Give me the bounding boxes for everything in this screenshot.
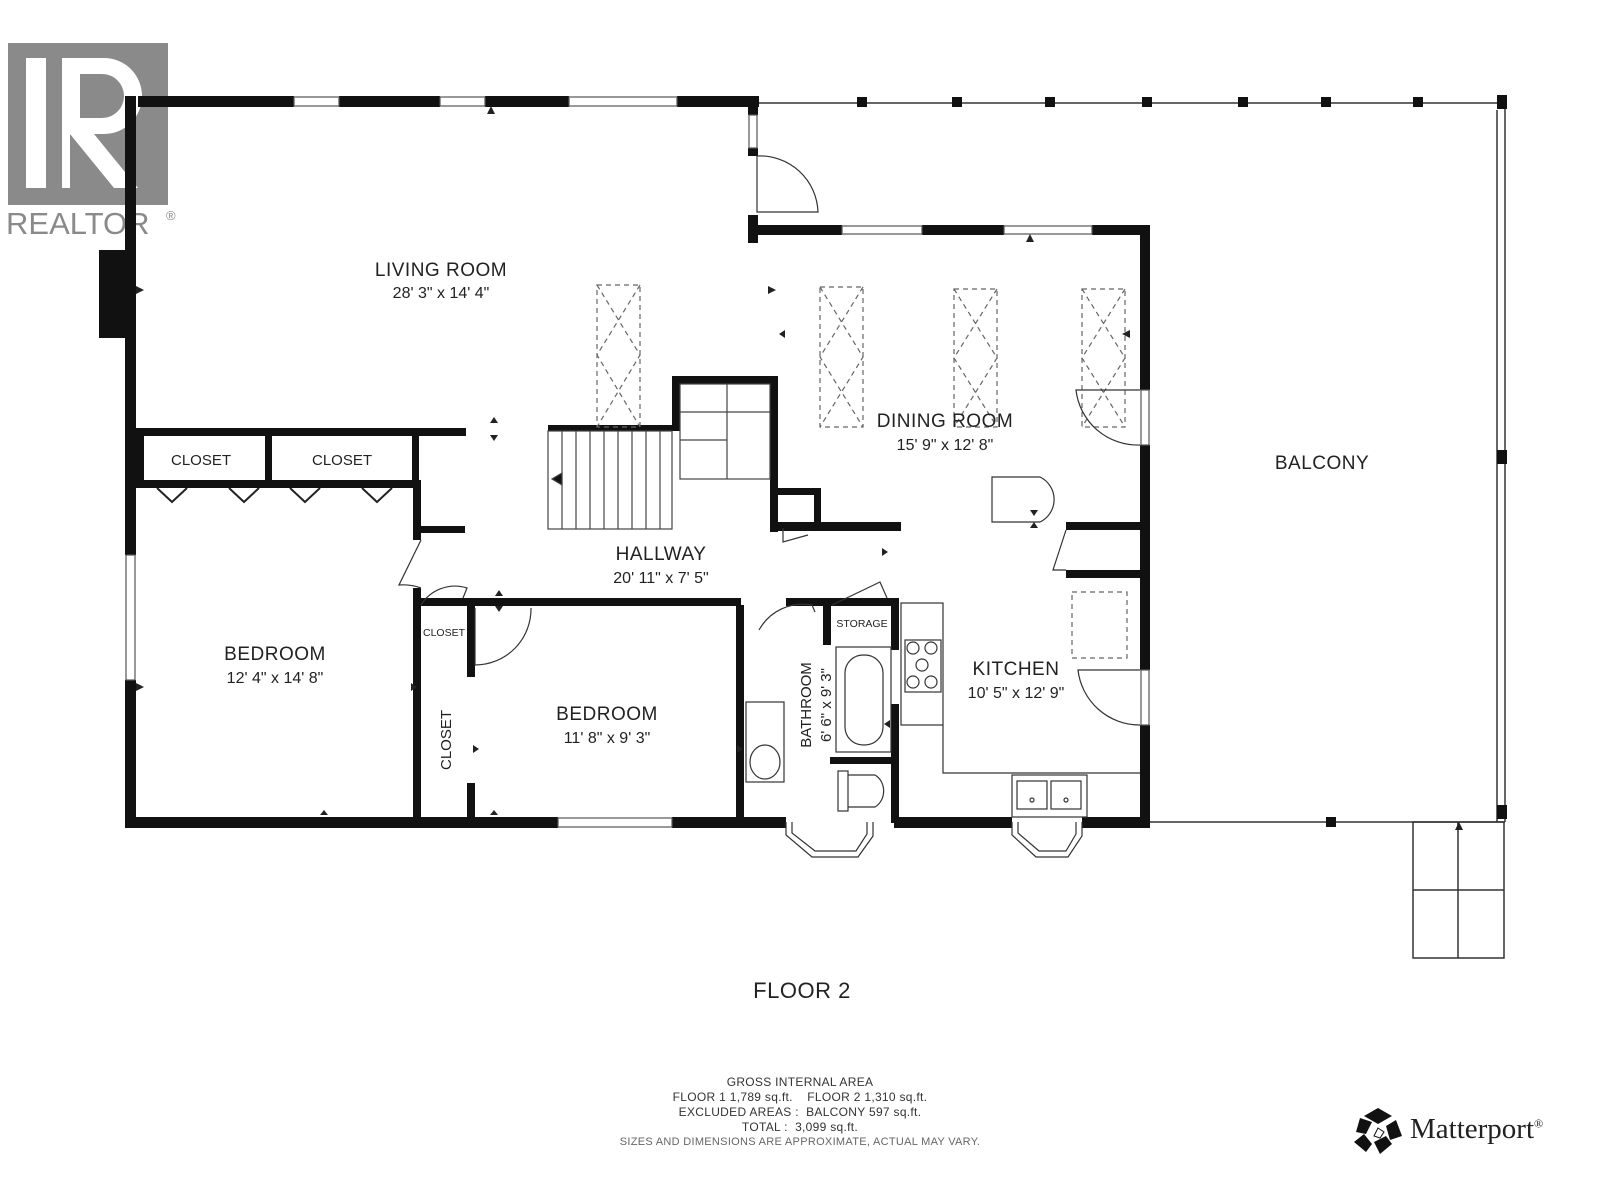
matterport-wordmark: Matterport®: [1410, 1113, 1544, 1145]
fixtures: [745, 602, 1140, 818]
area-heading: GROSS INTERNAL AREA: [726, 1075, 874, 1089]
matterport-logo: Matterport®: [1352, 1106, 1592, 1156]
closet-door-marks: [156, 487, 393, 504]
matterport-mark-icon: [1354, 1108, 1402, 1154]
dimension-markers: [136, 106, 1463, 830]
hallway-dims: 20' 11" x 7' 5": [613, 570, 708, 587]
area-floors-line: FLOOR 1 1,789 sq.ft. FLOOR 2 1,310 sq.ft…: [672, 1090, 928, 1104]
balcony-label: BALCONY: [1275, 453, 1369, 474]
dining-room-label: DINING ROOM: [877, 411, 1013, 432]
balcony-posts: [857, 95, 1507, 827]
exterior-walls: [99, 96, 1150, 828]
area-total-line: TOTAL : 3,099 sq.ft.: [741, 1120, 859, 1134]
bathroom-dims: 6' 6" x 9' 3": [818, 668, 835, 742]
bedroom-1-dims: 12' 4" x 14' 8": [227, 670, 324, 687]
bedroom-2-dims: 11' 8" x 9' 3": [564, 730, 651, 747]
area-disclaimer: SIZES AND DIMENSIONS ARE APPROXIMATE, AC…: [619, 1136, 981, 1148]
vertical-closet-label: CLOSET: [438, 710, 455, 770]
small-closet-label: CLOSET: [423, 627, 466, 639]
bathroom-label: BATHROOM: [798, 662, 815, 748]
doors: [397, 155, 1141, 726]
balcony-outline: [748, 102, 1506, 959]
hallway-label: HALLWAY: [616, 544, 707, 565]
closet-label-left: CLOSET: [171, 452, 231, 469]
storage-label: STORAGE: [836, 618, 887, 630]
stairs: [547, 383, 771, 530]
living-room-label: LIVING ROOM: [375, 260, 507, 281]
windows: [125, 96, 1150, 828]
bedroom-1-label: BEDROOM: [224, 644, 326, 665]
kitchen-dims: 10' 5" x 12' 9": [968, 685, 1065, 702]
skylights: [596, 284, 1128, 659]
area-summary: GROSS INTERNAL AREA FLOOR 1 1,789 sq.ft.…: [520, 1075, 1080, 1150]
living-room-dims: 28' 3" x 14' 4": [393, 285, 490, 302]
realtor-registered-mark: ®: [166, 208, 176, 223]
area-excluded-line: EXCLUDED AREAS : BALCONY 597 sq.ft.: [678, 1105, 922, 1119]
kitchen-label: KITCHEN: [973, 659, 1060, 680]
bedroom-2-label: BEDROOM: [556, 704, 658, 725]
dining-room-dims: 15' 9" x 12' 8": [897, 437, 994, 454]
bay-windows: [785, 822, 1083, 858]
closet-label-right: CLOSET: [312, 452, 372, 469]
floor-title: FLOOR 2: [753, 978, 851, 1003]
